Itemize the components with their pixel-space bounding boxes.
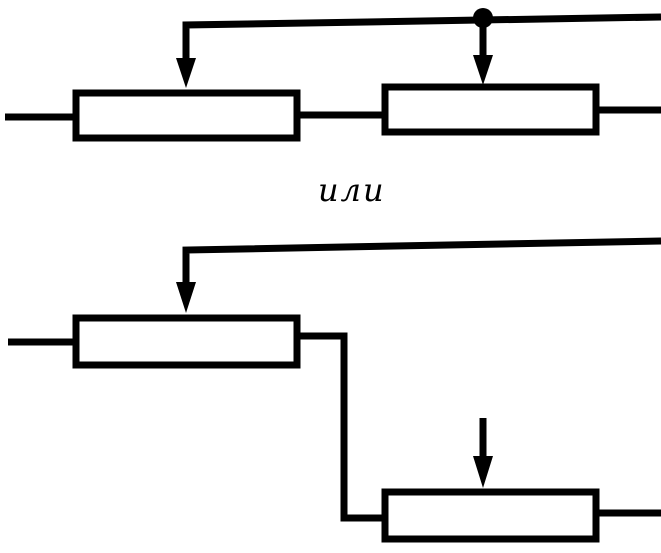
upper-wiper-1-arrow-icon [176,58,196,88]
upper-common-wiper-line [182,13,661,60]
lower-circuit [8,237,661,543]
lower-wiper-1-line [182,237,661,284]
lower-resistor-1 [72,314,301,369]
upper-resistor-2 [381,83,600,136]
upper-junction-dot [473,8,493,28]
upper-circuit [5,8,661,142]
lower-connecting-wire [297,332,385,522]
separator-label: или [318,171,386,209]
upper-wiper-2-arrow-icon [473,55,493,85]
lower-wiper-2-arrow-icon [473,456,493,488]
upper-resistor-1 [72,89,301,142]
lower-resistor-2 [381,488,600,543]
lower-wiper-1-arrow-icon [176,282,196,313]
